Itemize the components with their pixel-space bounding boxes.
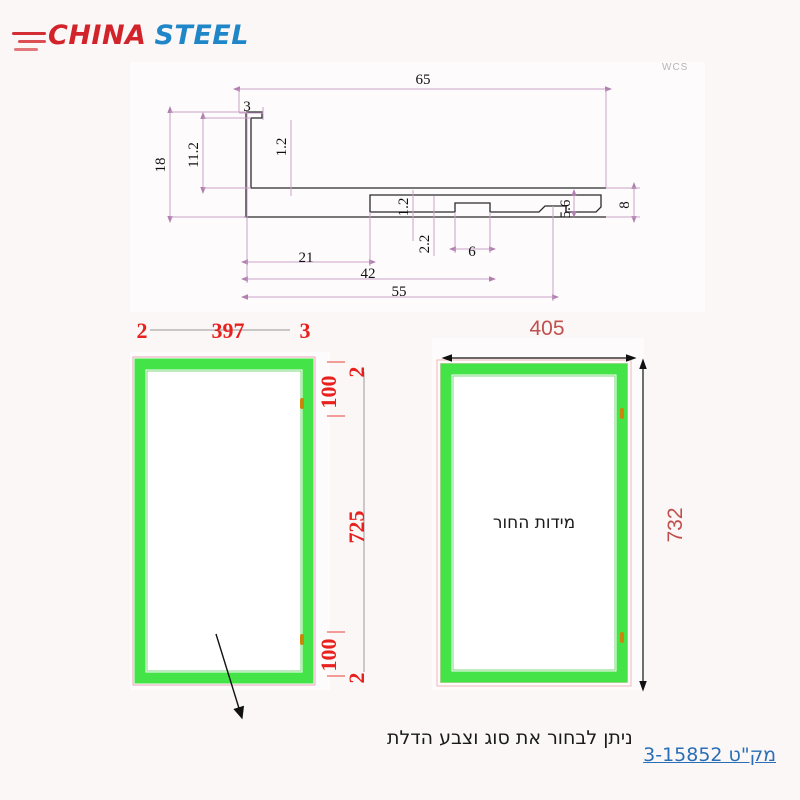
dim-notch-depth: 2.2 [417,235,433,254]
dim-left-top-3: 3 [300,318,311,343]
logo-speed-line [12,32,46,35]
logo-speed-line [18,40,46,43]
door-choice-note: ניתן לבחור את סוג וצבע הדלת [387,727,633,749]
dim-left-top-397: 397 [212,318,245,343]
dim-right-height-732: 732 [664,507,687,542]
profile-drawing-canvas [130,62,705,312]
profile-dimension-lines [167,86,640,301]
dim-right-width-405: 405 [529,317,564,340]
dim-right-height: 8 [617,201,633,209]
left-frame-top-dimensions: 2 397 3 [137,318,311,343]
dim-top-wall: 1.2 [274,138,290,157]
dim-left-side-725: 725 [344,511,369,544]
dim-left-side-2a: 2 [344,367,369,378]
dim-left-side-2b: 2 [344,673,369,684]
note-leader-arrow [215,633,245,720]
hinge-icon [620,408,624,419]
logo-text-china: CHINA [48,20,147,51]
dim-mid-wall: 1.2 [396,198,412,217]
opening-dimensions-label: מידות החור [493,513,575,533]
dim-right-inner-height: 5.6 [558,199,574,218]
dim-lip-width: 3 [243,99,251,115]
hinge-icon [620,632,624,643]
dim-left-top-2a: 2 [137,318,148,343]
dim-offset-42: 42 [361,266,376,282]
right-frame-dimensions: 405 732 [441,317,687,692]
left-frame-side-dimensions: 2 100 725 100 2 [316,361,369,684]
dim-inner-height: 11.2 [186,142,202,168]
hinge-icon [300,398,304,409]
hinge-icon [300,634,304,645]
door-note: ניתן לבחור את סוג וצבע הדלת [215,633,633,749]
dim-notch-width: 6 [468,244,476,260]
dim-offset-21: 21 [299,250,314,266]
dim-offset-55: 55 [392,284,407,300]
dim-overall-height: 18 [153,158,169,173]
dim-overall-width: 65 [416,72,431,88]
profile-outline [244,111,606,218]
logo-speed-line [14,48,38,51]
dim-left-side-100b: 100 [316,639,341,672]
left-door-frame [132,356,316,686]
dim-left-side-100a: 100 [316,376,341,409]
profile-dimension-labels: 65 3 18 11.2 1.2 1.2 5.6 8 2.2 6 21 42 5… [153,72,633,300]
right-door-frame: מידות החור [436,359,632,687]
logo-text-steel: STEEL [154,20,249,51]
catalog-number-link[interactable]: מק"ט 3-15852 [643,744,776,766]
wcs-label: WCS [662,62,689,73]
